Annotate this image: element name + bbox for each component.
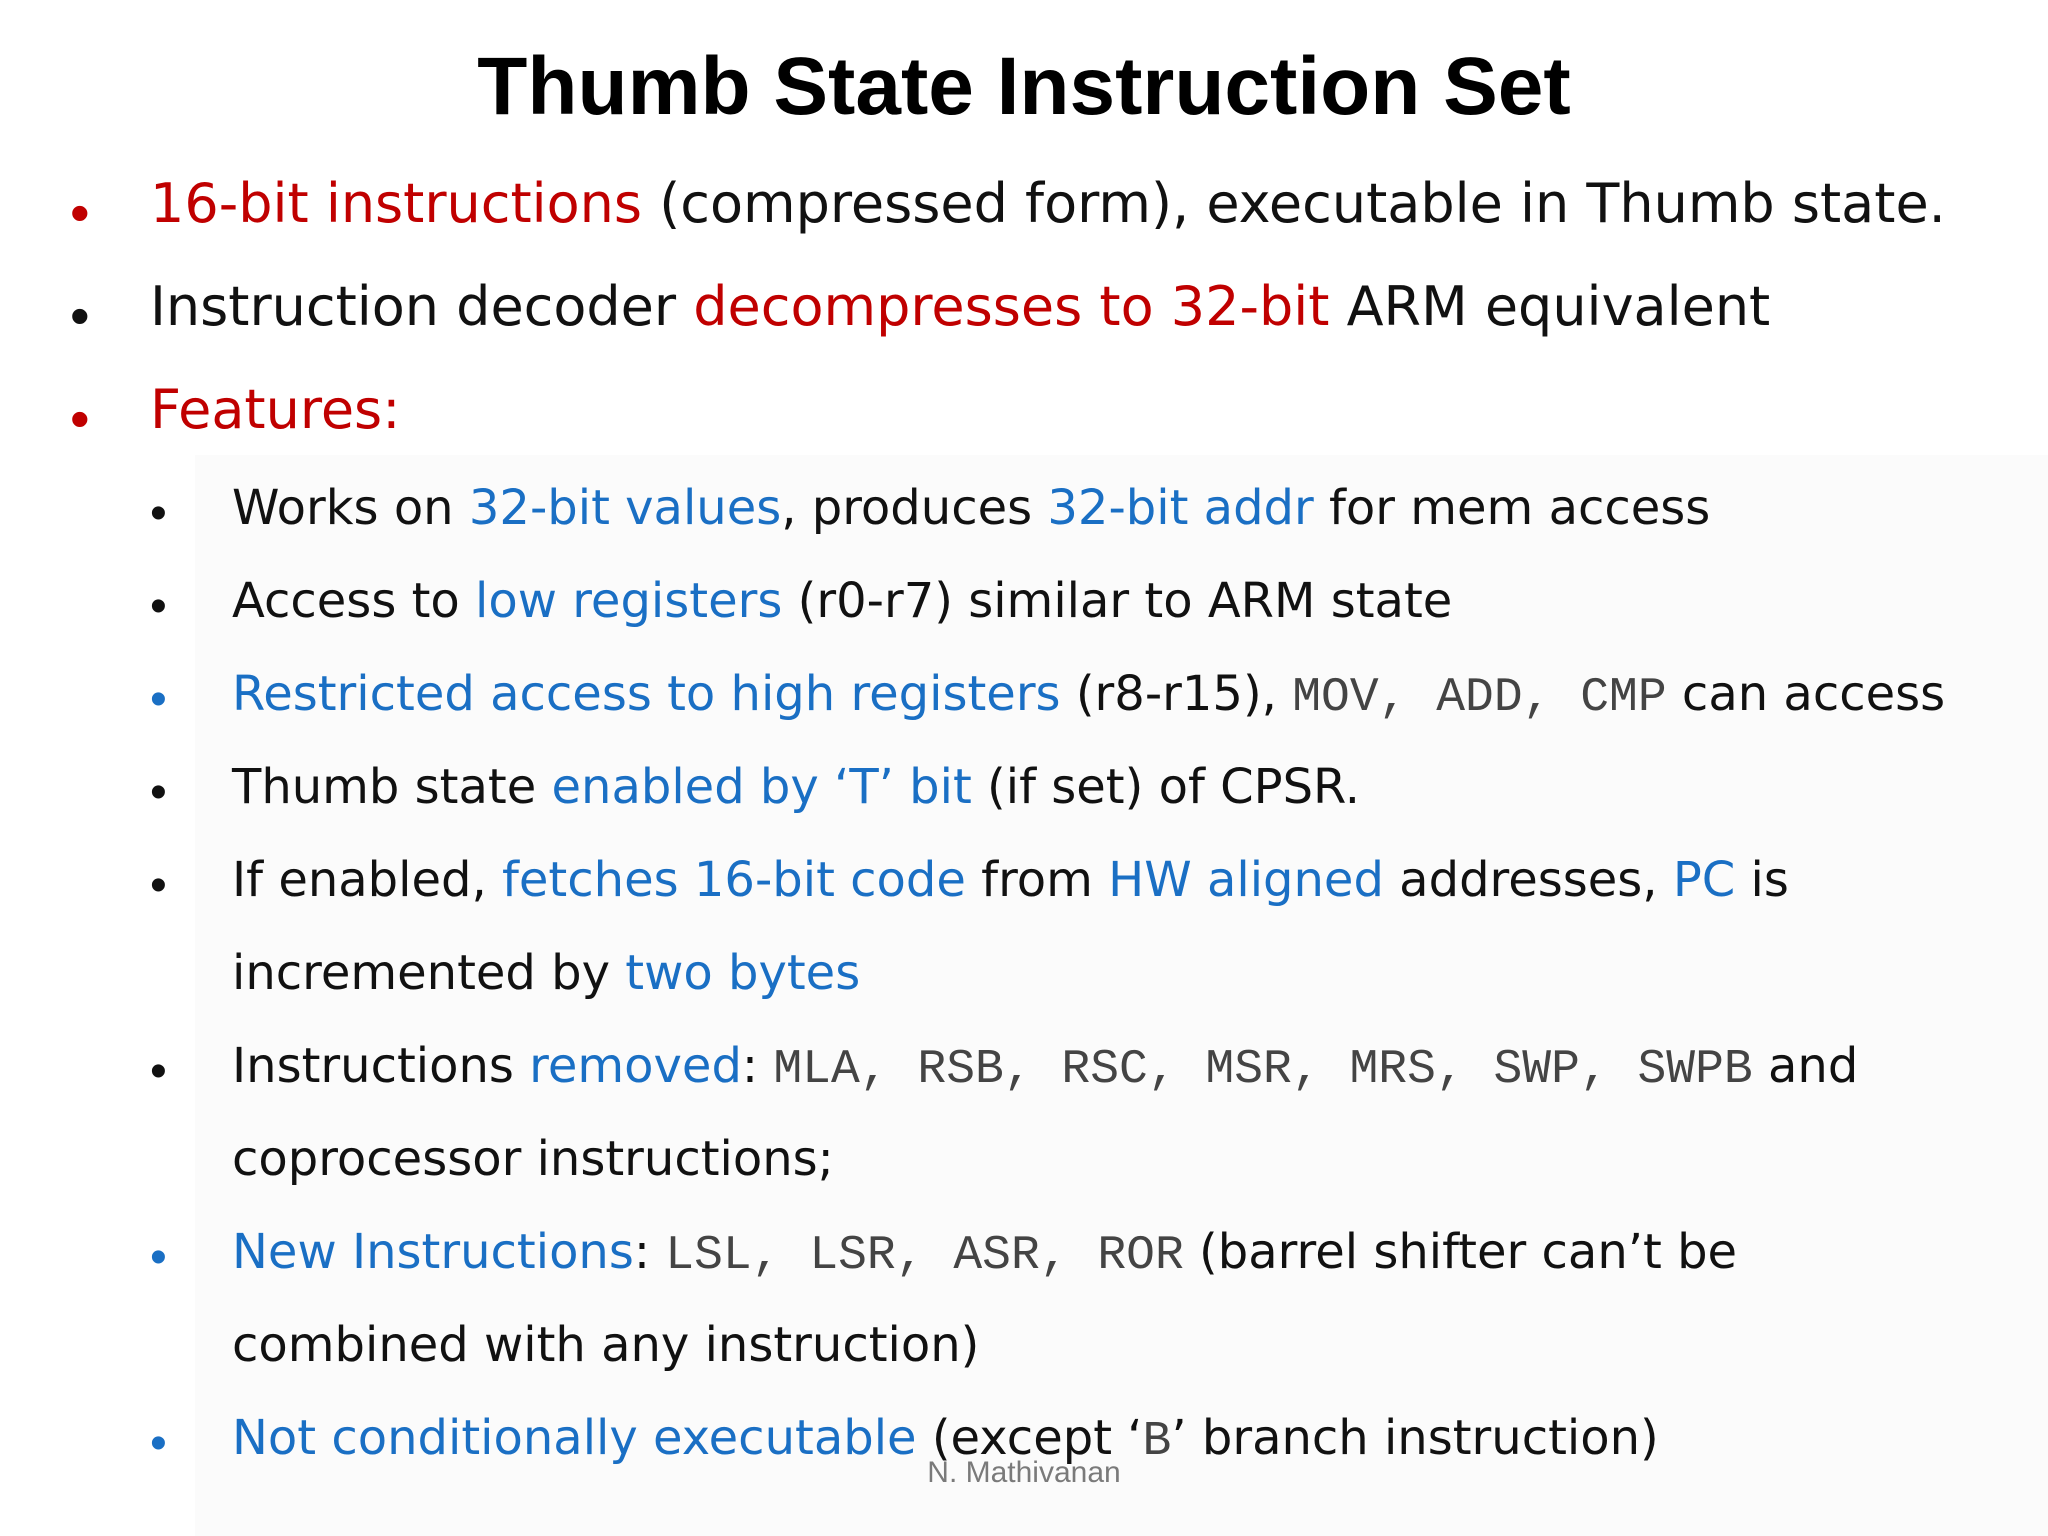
body-text: : (633, 1224, 666, 1280)
feature-high-registers: Restricted access to high registers (r8-… (232, 666, 1945, 725)
body-text: (except ‘ (916, 1410, 1143, 1466)
body-text: coprocessor instructions; (232, 1131, 834, 1187)
body-text: (if set) of CPSR. (971, 759, 1360, 815)
feature-new-instructions-cont: combined with any instruction) (232, 1317, 979, 1373)
feature-removed-instructions-cont: coprocessor instructions; (232, 1131, 834, 1187)
sub-bullet-dot: • (150, 766, 167, 819)
slide-title: Thumb State Instruction Set (477, 41, 1571, 132)
sub-bullet-dot: • (150, 1045, 167, 1098)
body-text: Instruction decoder (150, 275, 694, 338)
feature-fetch-16bit-cont: incremented by two bytes (232, 945, 860, 1001)
body-text: (r8-r15), (1060, 666, 1293, 722)
feature-removed-instructions: Instructions removed: MLA, RSB, RSC, MSR… (232, 1038, 1858, 1097)
highlight-text: New Instructions (232, 1224, 634, 1280)
highlight-text: PC (1672, 852, 1736, 908)
body-text: (barrel shifter can’t be (1183, 1224, 1738, 1280)
bullet-decoder: Instruction decoder decompresses to 32-b… (150, 275, 1770, 338)
highlight-text: fetches 16-bit code (502, 852, 966, 908)
feature-new-instructions: New Instructions: LSL, LSR, ASR, ROR (ba… (232, 1224, 1737, 1283)
feature-low-registers: Access to low registers (r0-r7) similar … (232, 573, 1452, 629)
highlight-text: removed (529, 1038, 742, 1094)
body-text: ’ branch instruction) (1171, 1410, 1659, 1466)
body-text: Instructions (232, 1038, 530, 1094)
highlight-text: low registers (475, 573, 783, 629)
bullet-dot: • (70, 181, 90, 244)
highlight-text: HW aligned (1108, 852, 1384, 908)
body-text: for mem access (1313, 480, 1711, 536)
body-text: addresses, (1383, 852, 1673, 908)
body-text: Thumb state (232, 759, 552, 815)
bullet-dot: • (70, 284, 90, 347)
feature-t-bit: Thumb state enabled by ‘T’ bit (if set) … (232, 759, 1360, 815)
highlight-text: enabled by ‘T’ bit (551, 759, 972, 815)
highlight-text: Restricted access to high registers (232, 666, 1061, 722)
code-text: LSL, LSR, ASR, ROR (665, 1229, 1184, 1283)
code-text: MOV, ADD, CMP (1292, 671, 1667, 725)
sub-bullet-dot: • (150, 580, 167, 633)
body-text: If enabled, (232, 852, 502, 908)
body-text: , produces (781, 480, 1048, 536)
body-text: from (965, 852, 1109, 908)
body-text: (compressed form), executable in Thumb s… (642, 172, 1946, 235)
feature-fetch-16bit: If enabled, fetches 16-bit code from HW … (232, 852, 1789, 908)
body-text: incremented by (232, 945, 626, 1001)
heading-text: Features: (150, 378, 401, 441)
feature-32bit-values: Works on 32-bit values, produces 32-bit … (232, 480, 1710, 536)
bullet-features-heading: Features: (150, 378, 400, 441)
highlight-text: decompresses to 32-bit (693, 275, 1330, 338)
code-text: B (1142, 1415, 1172, 1469)
sub-bullet-dot: • (150, 1417, 167, 1470)
feature-not-conditional: Not conditionally executable (except ‘B’… (232, 1410, 1659, 1469)
body-text: and (1752, 1038, 1859, 1094)
bullet-dot: • (70, 387, 90, 450)
sub-bullet-dot: • (150, 1231, 167, 1284)
body-text: : (741, 1038, 774, 1094)
sub-bullet-dot: • (150, 859, 167, 912)
body-text: Access to (232, 573, 476, 629)
sub-bullet-dot: • (150, 673, 167, 726)
highlight-text: 16-bit instructions (150, 172, 643, 235)
body-text: (r0-r7) similar to ARM state (782, 573, 1453, 629)
sub-bullet-dot: • (150, 487, 167, 540)
body-text: is (1735, 852, 1789, 908)
body-text: can access (1666, 666, 1946, 722)
body-text: combined with any instruction) (232, 1317, 980, 1373)
code-text: MLA, RSB, RSC, MSR, MRS, SWP, SWPB (773, 1043, 1753, 1097)
bullet-16bit-instructions: 16-bit instructions (compressed form), e… (150, 172, 1946, 235)
content-panel (195, 455, 2048, 1536)
body-text: Works on (232, 480, 469, 536)
highlight-text: Not conditionally executable (232, 1410, 917, 1466)
body-text: ARM equivalent (1329, 275, 1771, 338)
author-footer: N. Mathivanan (927, 1456, 1121, 1489)
highlight-text: 32-bit values (468, 480, 782, 536)
highlight-text: two bytes (625, 945, 861, 1001)
highlight-text: 32-bit addr (1047, 480, 1314, 536)
